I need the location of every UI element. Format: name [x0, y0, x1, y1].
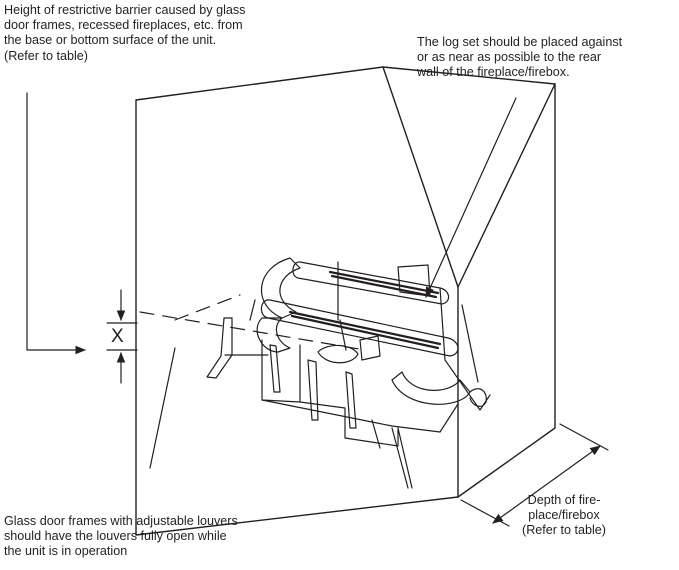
- note-line: or as near as possible to the rear: [417, 50, 602, 65]
- note-line: Glass door frames with adjustable louver…: [4, 514, 238, 528]
- note-line: should have the louvers fully open while: [4, 529, 227, 544]
- note-line: The log set should be placed against: [417, 35, 623, 49]
- note-line: (Refer to table): [4, 48, 88, 63]
- note-line: the unit is in operation: [4, 544, 128, 559]
- note-line: Height of restrictive barrier caused by …: [4, 3, 246, 17]
- barrier-height-note: Height of restrictive barrier caused by …: [4, 3, 245, 64]
- barrier-height-dimension: [106, 289, 138, 384]
- leader-lines: [26, 92, 517, 469]
- note-line: door frames, recessed fireplaces, etc. f…: [4, 18, 243, 33]
- floor-guide-lines: [139, 294, 366, 351]
- firebox-outline: [135, 66, 556, 536]
- log-placement-note: The log set should be placed against or …: [417, 35, 622, 81]
- louvers-note: Glass door frames with adjustable louver…: [4, 514, 238, 560]
- note-line: the base or bottom surface of the unit.: [4, 33, 217, 48]
- barrier-height-dimension-label: X: [111, 326, 124, 347]
- grate-leg: [206, 317, 233, 379]
- note-line: wall of the fireplace/firebox.: [417, 65, 570, 80]
- firebox-depth-dimension: [460, 423, 609, 527]
- log-set-assembly: [256, 257, 491, 489]
- note-line: (Refer to table): [522, 523, 606, 538]
